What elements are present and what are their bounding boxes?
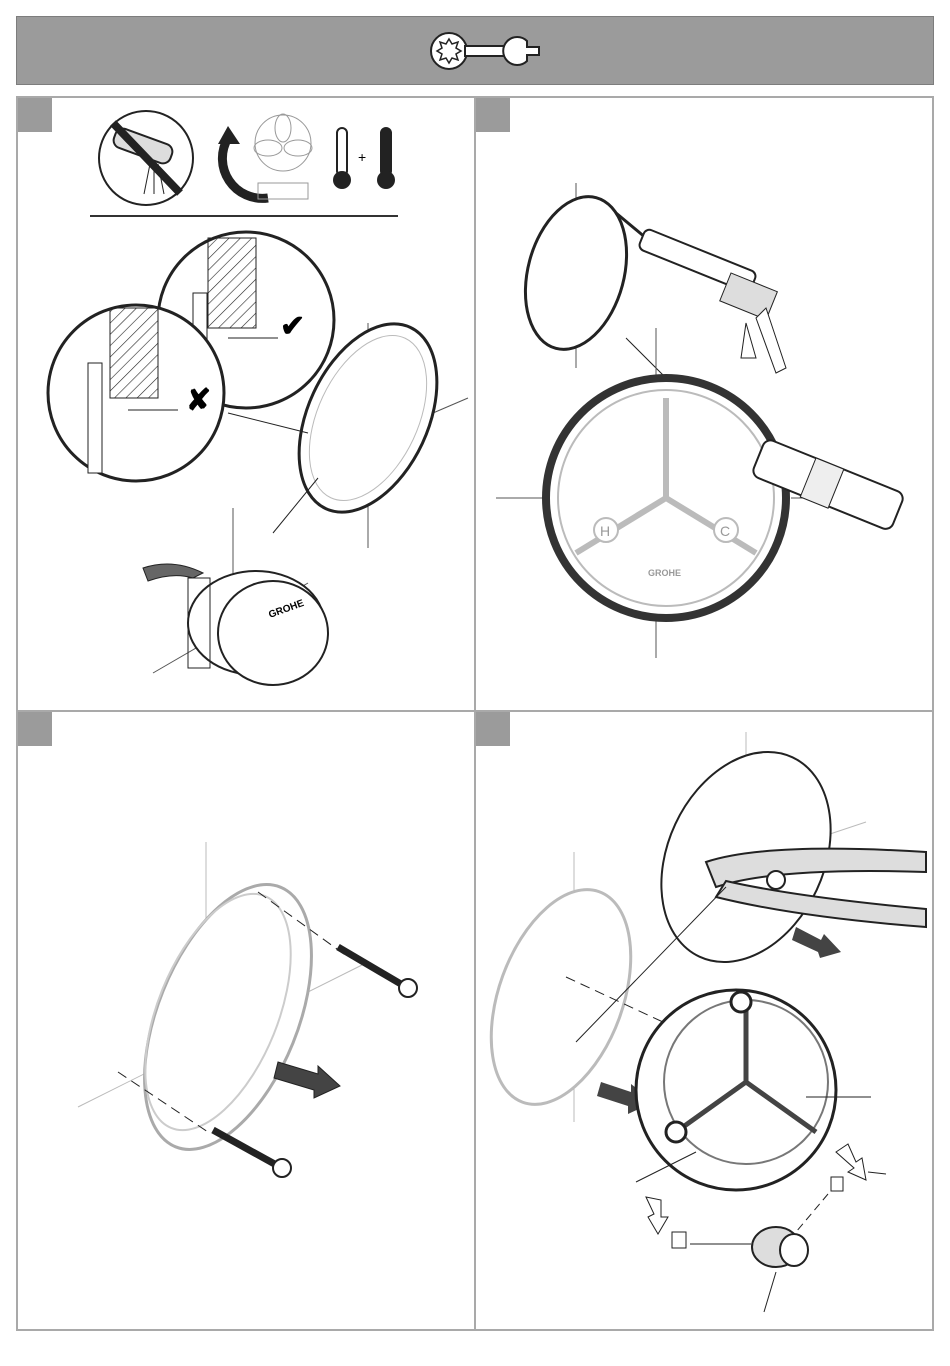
thermostat-body: GROHE [143,508,328,685]
detail-incorrect: ✘ [48,305,224,481]
svg-text:+: + [358,149,366,165]
valve-insert-icon [752,1227,808,1267]
arrow-icon [274,1062,340,1098]
arrow-icon [836,1144,866,1180]
step-number-box [476,712,510,746]
step-4-panel [476,712,934,1329]
step-2-panel: H C GROHE [476,98,934,710]
check-mark-icon: ✔ [280,310,305,343]
cold-label: C [720,523,730,539]
screw-icon [338,947,417,997]
step-number-box [18,98,52,132]
arrow-icon [792,927,841,958]
cross-mark-icon: ✘ [186,384,211,417]
nut-icon [831,1177,843,1191]
nut-icon [672,1232,686,1248]
step-3-illustration [18,712,474,1329]
step-2-illustration: H C GROHE [476,98,934,710]
header-bar [16,16,934,85]
arrow-icon [646,1197,668,1234]
wall-box-main [636,990,871,1190]
step-number-box [476,98,510,132]
rotate-icon [218,114,312,199]
screw-icon [213,1130,291,1177]
silicone-gun-icon [509,183,786,373]
step-1-illustration: + ✔ ✘ [18,98,474,710]
wrench-tool-icon [427,23,557,79]
step-4-illustration [476,712,934,1329]
step-number-box [18,712,52,746]
step-3-panel [18,712,474,1329]
thermometer-icon: + [333,128,395,189]
brand-logo-text: GROHE [648,568,681,578]
no-water-icon [99,111,193,205]
step-1-panel: + ✔ ✘ [18,98,474,710]
wall-box-front: H C GROHE [496,328,905,658]
hot-label: H [600,523,610,539]
